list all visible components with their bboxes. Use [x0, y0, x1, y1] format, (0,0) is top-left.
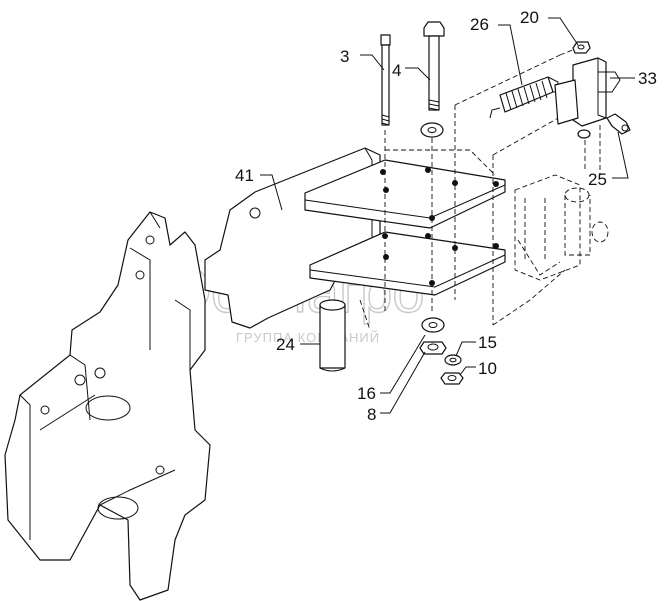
part-4-bolt: [423, 21, 445, 111]
label-26: 26: [470, 15, 489, 34]
part-8-nut: [419, 341, 447, 355]
part-3-bolt: [380, 34, 391, 126]
part-33-latch: [554, 57, 621, 139]
lower-plate: [309, 231, 506, 296]
part-20-nut: [572, 41, 591, 54]
assembly-lines: [329, 44, 601, 345]
callout-labels: 3 4 26 20 33 25 41 24 15 10 16 8: [235, 8, 657, 424]
part-10-nut: [440, 372, 464, 385]
part-24-pin: [319, 299, 346, 372]
watermark-subtitle: ГРУППА КОМПАНИЙ: [236, 330, 380, 345]
frame-body: [4, 211, 211, 601]
label-24: 24: [276, 335, 295, 354]
part-15-washer: [444, 354, 462, 366]
label-10: 10: [478, 359, 497, 378]
label-3: 3: [340, 47, 349, 66]
label-33: 33: [638, 69, 657, 88]
label-20: 20: [520, 8, 539, 27]
label-25: 25: [588, 170, 607, 189]
label-16: 16: [357, 384, 376, 403]
label-41: 41: [235, 166, 254, 185]
label-4: 4: [392, 61, 401, 80]
part-16-washer: [421, 317, 445, 333]
bushing-ghost: [517, 187, 609, 276]
washer-upper: [420, 122, 444, 138]
leader-lines: [260, 17, 635, 414]
label-8: 8: [367, 405, 376, 424]
part-25-fitting: [606, 113, 631, 135]
label-15: 15: [478, 333, 497, 352]
